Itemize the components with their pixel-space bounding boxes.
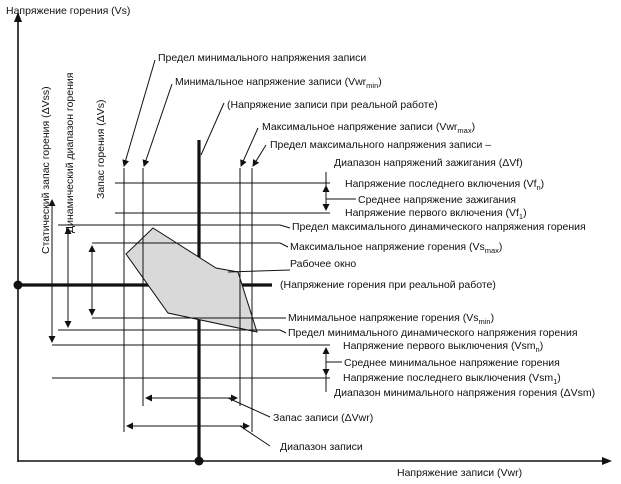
max-dyn-limit-leader (279, 224, 291, 229)
min-write-limit-leader (122, 59, 156, 167)
static-margin-label: Статический запас горения (ΔVss) (40, 86, 52, 254)
min-dyn-limit-leader (279, 329, 287, 334)
operating-window (125, 227, 258, 333)
real-burn-dot (13, 280, 23, 290)
min-write-label: Минимальное напряжение записи (Vwrmin) (175, 76, 382, 90)
real-write-leader (200, 102, 225, 156)
real-write-dot (194, 456, 204, 466)
max-write-limit-leader (252, 144, 267, 167)
write-margin-label: Запас записи (ΔVwr) (273, 412, 373, 424)
min-burn-label: Минимальное напряжение горения (Vsmin) (288, 312, 494, 326)
ignition-range-label: Диапазон напряжений зажигания (ΔVf) (334, 157, 523, 169)
max-write-leader (240, 127, 259, 167)
avg-ignition-label: Среднее напряжение зажигания (358, 194, 516, 206)
dynamic-range-label: Динамический диапазон горения (64, 73, 76, 233)
x-axis-label: Напряжение записи (Vwr) (397, 467, 522, 479)
max-dyn-limit-label: Предел максимального динамического напря… (292, 221, 586, 233)
real-write-label: (Напряжение записи при реальной работе) (227, 99, 438, 111)
max-burn-label: Максимальное напряжение горения (Vsmax) (290, 241, 502, 255)
min-dyn-limit-label: Предел минимального динамического напряж… (288, 327, 578, 339)
min-write-leader (142, 83, 173, 167)
work-window-label: Рабочее окно (290, 258, 356, 270)
min-write-limit-label: Предел минимального напряжения записи (158, 52, 366, 64)
last-on-label: Напряжение последнего включения (Vfn) (345, 178, 544, 192)
x-axis-arrow-icon (602, 457, 612, 465)
first-on-label: Напряжение первого включения (Vf1) (345, 207, 527, 221)
write-margin-leader (227, 397, 271, 418)
burn-margin-label: Запас горения (ΔVs) (95, 99, 107, 199)
last-off-label: Напряжение последнего выключения (Vsm1) (343, 372, 561, 386)
max-write-label: Максимальное напряжение записи (Vwrmax) (262, 121, 475, 135)
first-off-label: Напряжение первого выключения (Vsmn) (343, 340, 543, 354)
avg-min-burn-label: Среднее минимальное напряжение горения (344, 357, 560, 369)
max-write-limit-label: Предел максимального напряжения записи – (270, 139, 491, 151)
work-window-leader (227, 269, 291, 273)
min-burn-range-label: Диапазон минимального напряжения горения… (334, 387, 595, 399)
write-range-leader (239, 425, 271, 447)
y-axis-arrow-icon (14, 12, 22, 22)
max-burn-leader (279, 242, 289, 248)
write-range-label: Диапазон записи (280, 441, 363, 453)
real-burn-label: (Напряжение горения при реальной работе) (280, 279, 496, 291)
y-axis-label: Напряжение горения (Vs) (6, 5, 130, 17)
